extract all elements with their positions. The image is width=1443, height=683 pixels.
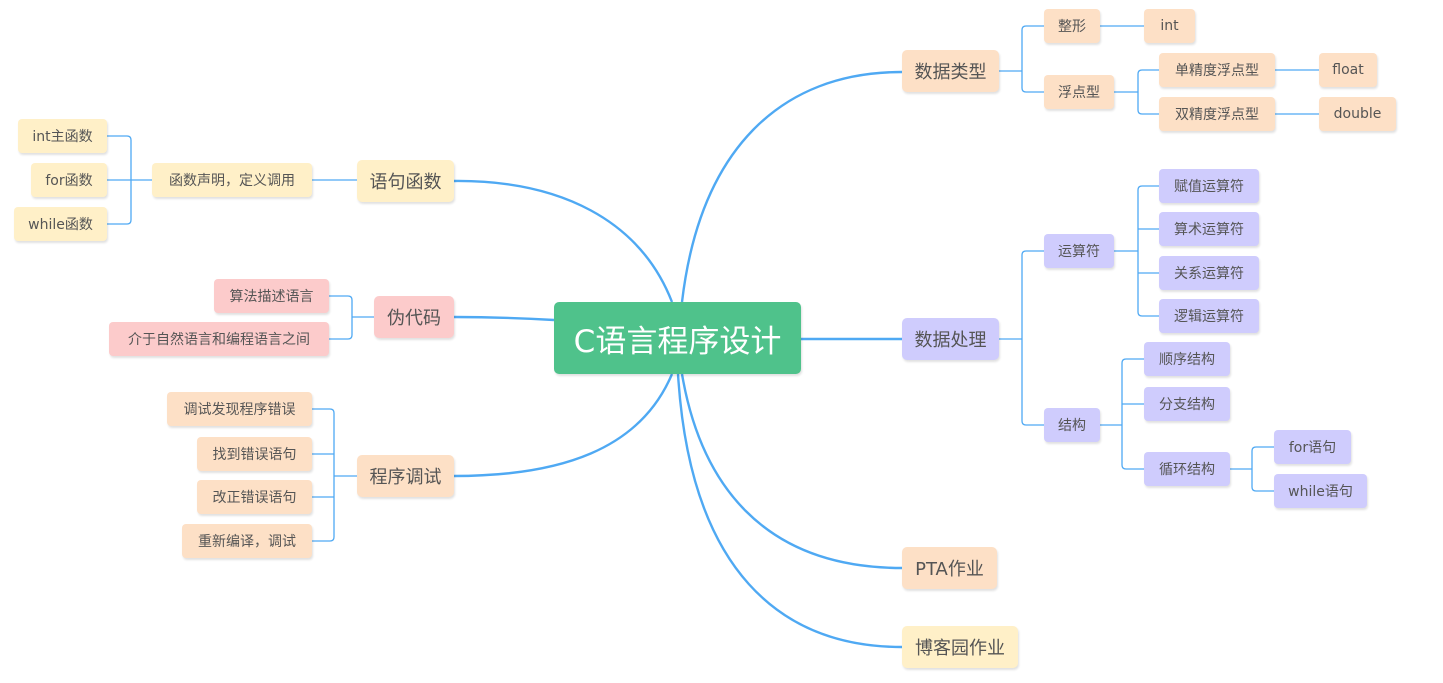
node-pseudocode[interactable]: 伪代码 <box>374 296 454 338</box>
node-pseudocode-item[interactable]: 介于自然语言和编程语言之间 <box>109 322 329 356</box>
node-structure-item[interactable]: 循环结构 <box>1144 452 1230 486</box>
node-double[interactable]: double <box>1319 97 1396 131</box>
root-node[interactable]: C语言程序设计 <box>554 302 801 374</box>
node-operator-item[interactable]: 赋值运算符 <box>1159 169 1259 203</box>
node-loop-item[interactable]: while语句 <box>1274 474 1367 508</box>
node-double-precision[interactable]: 双精度浮点型 <box>1159 97 1275 131</box>
node-single-precision[interactable]: 单精度浮点型 <box>1159 53 1275 87</box>
node-floating[interactable]: 浮点型 <box>1044 75 1114 109</box>
node-float[interactable]: float <box>1319 53 1377 87</box>
node-function-decl[interactable]: 函数声明，定义调用 <box>152 163 312 197</box>
node-data-types[interactable]: 数据类型 <box>902 50 999 92</box>
node-function-item[interactable]: while函数 <box>14 207 107 241</box>
node-structures[interactable]: 结构 <box>1044 408 1100 442</box>
node-integer[interactable]: 整形 <box>1044 9 1100 43</box>
node-debug-item[interactable]: 调试发现程序错误 <box>167 392 312 426</box>
node-data-processing[interactable]: 数据处理 <box>902 318 999 360</box>
node-debug-item[interactable]: 重新编译，调试 <box>182 524 312 558</box>
node-structure-item[interactable]: 分支结构 <box>1144 387 1230 421</box>
node-pseudocode-item[interactable]: 算法描述语言 <box>214 279 329 313</box>
node-operators[interactable]: 运算符 <box>1044 234 1114 268</box>
node-function-item[interactable]: int主函数 <box>18 119 107 153</box>
node-operator-item[interactable]: 关系运算符 <box>1159 256 1259 290</box>
node-debug-item[interactable]: 找到错误语句 <box>197 437 312 471</box>
node-pta[interactable]: PTA作业 <box>902 547 997 589</box>
node-int[interactable]: int <box>1144 9 1195 43</box>
node-blog[interactable]: 博客园作业 <box>902 626 1018 668</box>
node-structure-item[interactable]: 顺序结构 <box>1144 342 1230 376</box>
node-loop-item[interactable]: for语句 <box>1274 430 1351 464</box>
node-function-item[interactable]: for函数 <box>31 163 107 197</box>
node-statements[interactable]: 语句函数 <box>357 160 454 202</box>
node-debug-item[interactable]: 改正错误语句 <box>197 480 312 514</box>
node-operator-item[interactable]: 算术运算符 <box>1159 212 1259 246</box>
node-debugging[interactable]: 程序调试 <box>357 455 454 497</box>
node-operator-item[interactable]: 逻辑运算符 <box>1159 299 1259 333</box>
